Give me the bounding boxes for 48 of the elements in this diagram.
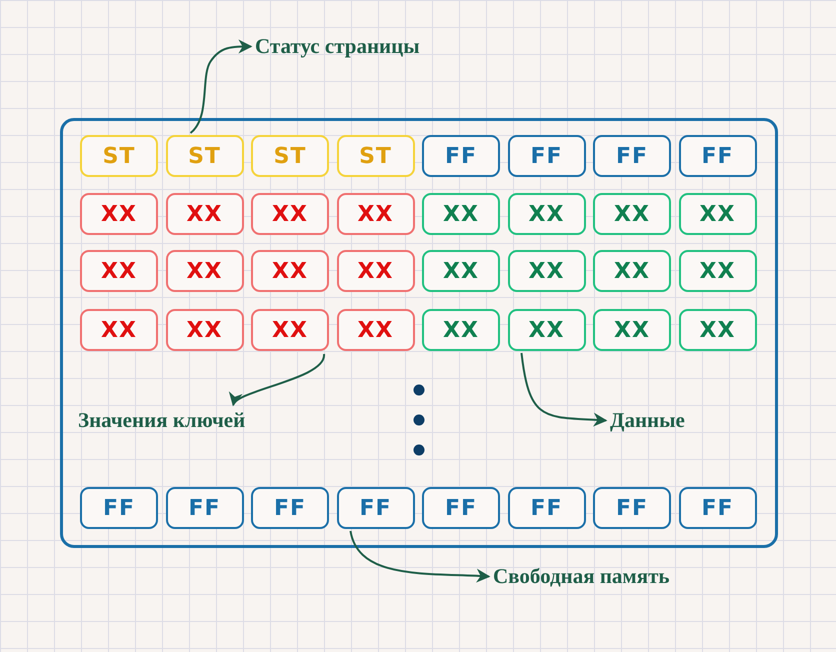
callout-text: Значения ключей [78, 408, 246, 433]
arrow [350, 530, 490, 583]
memory-cell: XX [678, 250, 756, 292]
memory-cell: FF [336, 487, 414, 529]
memory-cell: XX [80, 250, 158, 292]
memory-cell: XX [166, 309, 244, 351]
memory-cell: XX [422, 309, 500, 351]
memory-cell: XX [336, 250, 414, 292]
memory-cell: XX [251, 309, 329, 351]
memory-cell: ST [251, 135, 329, 177]
memory-cell: XX [508, 309, 586, 351]
memory-cell: XX [593, 193, 671, 235]
memory-cell: ST [80, 135, 158, 177]
arrow [190, 40, 252, 134]
memory-cell: FF [422, 135, 500, 177]
callout-text: Свободная память [493, 564, 670, 589]
memory-cell: FF [678, 135, 756, 177]
memory-cell: XX [508, 250, 586, 292]
callout-text: Статус страницы [255, 34, 420, 59]
memory-cell: FF [508, 487, 586, 529]
memory-cell: ST [336, 135, 414, 177]
memory-cell: FF [508, 135, 586, 177]
memory-cell: XX [166, 193, 244, 235]
memory-cell: XX [593, 250, 671, 292]
memory-cell: XX [422, 193, 500, 235]
memory-cell: FF [593, 487, 671, 529]
memory-cell: XX [80, 309, 158, 351]
arrow [520, 352, 608, 427]
memory-cell: XX [593, 309, 671, 351]
memory-cell: XX [336, 193, 414, 235]
memory-cell: XX [508, 193, 586, 235]
memory-cell: XX [336, 309, 414, 351]
callout-text: Данные [610, 408, 685, 433]
memory-cell: FF [251, 487, 329, 529]
memory-cell: FF [678, 487, 756, 529]
memory-cell: XX [80, 193, 158, 235]
memory-cell: XX [166, 250, 244, 292]
memory-cell: FF [422, 487, 500, 529]
memory-cell: XX [251, 250, 329, 292]
memory-cell: XX [251, 193, 329, 235]
memory-cell: FF [80, 487, 158, 529]
memory-cell: XX [678, 193, 756, 235]
memory-cell: XX [422, 250, 500, 292]
memory-cell: XX [678, 309, 756, 351]
memory-cell: FF [593, 135, 671, 177]
memory-cell: FF [166, 487, 244, 529]
memory-cell: ST [166, 135, 244, 177]
memory-page-frame [60, 118, 778, 548]
